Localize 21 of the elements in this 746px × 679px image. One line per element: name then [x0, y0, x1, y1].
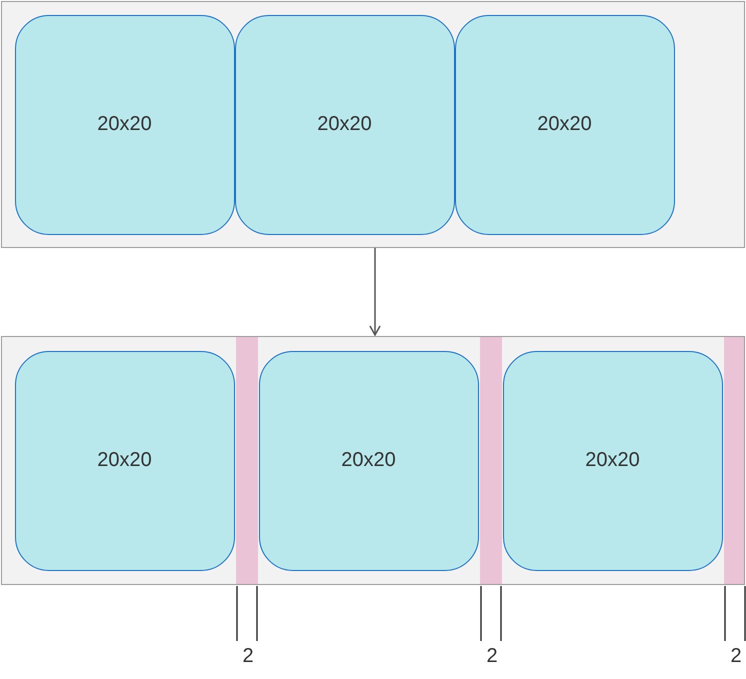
rounded-box [14, 350, 234, 570]
spacing-bar [480, 336, 502, 584]
rounded-box [502, 350, 722, 570]
size-label: 20x20 [341, 449, 396, 472]
dimension-label: 2 [730, 645, 742, 668]
size-label: 20x20 [585, 449, 640, 472]
rounded-box [454, 14, 674, 234]
rounded-box [258, 350, 478, 570]
container-panel [1, 336, 745, 585]
size-label: 20x20 [97, 449, 152, 472]
size-label: 20x20 [537, 113, 592, 136]
spacing-bar [724, 336, 744, 584]
size-label: 20x20 [317, 113, 372, 136]
rounded-box [234, 14, 454, 234]
arrow [369, 248, 381, 336]
size-label: 20x20 [97, 113, 152, 136]
dimension-label: 2 [242, 645, 254, 668]
dimension-label: 2 [486, 645, 498, 668]
container-panel [1, 1, 745, 248]
rounded-box [14, 14, 234, 234]
spacing-bar [236, 336, 258, 584]
